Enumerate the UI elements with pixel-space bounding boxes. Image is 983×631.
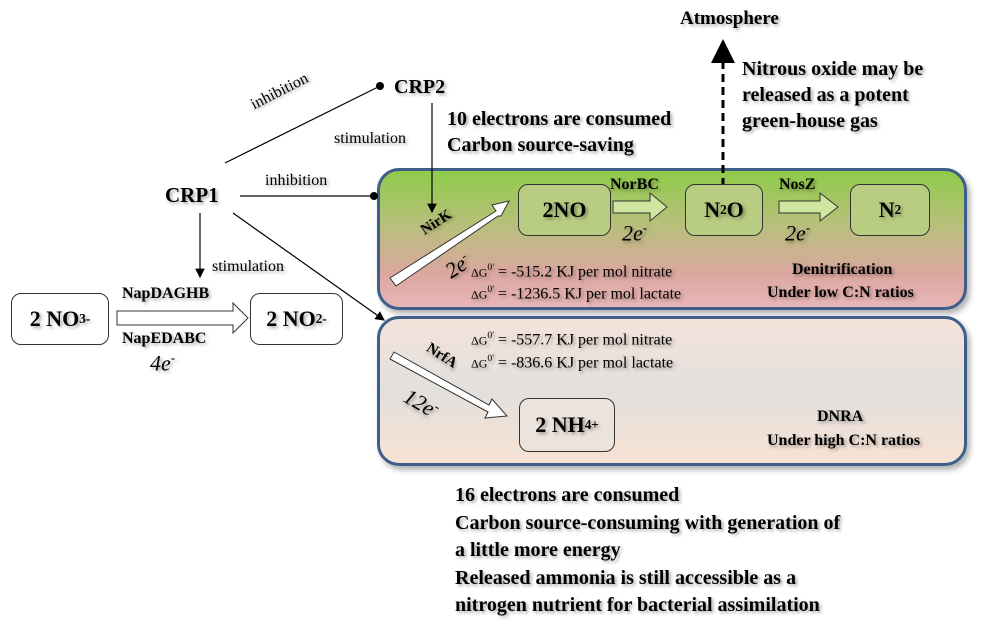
norbc-arrow [612,191,668,223]
inhibition-dot [376,82,384,90]
napedabc-label: NapEDABC [122,330,207,347]
atmosphere-label: Atmosphere [680,8,779,29]
nosz-electrons: 2e- [785,220,811,246]
nrfa-arrow [389,351,509,419]
note-line: Carbon source-consuming with generation … [455,511,841,534]
denitrification-title: Denitrification [792,261,893,278]
crp1-dnra-line [232,212,385,321]
nap-arrow [116,301,249,335]
note-line: green-house gas [742,110,878,132]
nap-electrons: 4e- [150,350,176,376]
nosz-arrow [778,191,839,223]
note-line: Nitrous oxide may be [742,58,924,80]
crp1-crp2-inhibition-line [224,86,379,164]
note-line: nitrogen nutrient for bacterial assimila… [455,594,820,616]
note-line: released as a potent [742,84,909,106]
denitrification-note: 10 electrons are consumed Carbon source-… [447,106,671,158]
no-node: 2NO [518,184,611,236]
dnra-dg-nitrate: ΔG0' = -557.7 KJ per mol nitrate [471,330,673,349]
note-line: Released ammonia is still accessible as … [455,566,797,589]
dnra-note: 16 electrons are consumed Carbon source-… [455,482,840,620]
denitrification-subtitle: Under low C:N ratios [767,284,914,301]
edge-label-inhibition: inhibition [265,172,328,189]
den-dg-nitrate: ΔG0' = -515.2 KJ per mol nitrate [471,262,673,281]
note-line: a little more energy [455,539,621,561]
nosz-label: NosZ [779,176,816,193]
edge-label-stimulation: stimulation [212,258,284,275]
crp1-node: CRP1 [165,183,219,207]
dnra-title: DNRA [817,408,864,425]
n2o-release-note: Nitrous oxide may be released as a poten… [742,56,923,134]
crp2-node: CRP2 [394,76,446,98]
note-line: 16 electrons are consumed [455,484,680,506]
inhibition-dot [370,192,378,200]
norbc-label: NorBC [610,176,659,193]
note-line: 10 electrons are consumed [447,108,672,130]
dnra-dg-lactate: ΔG0' = -836.6 KJ per mol lactate [471,353,674,372]
norbc-electrons: 2e- [622,220,648,246]
note-line: Carbon source-saving [447,134,634,156]
den-dg-lactate: ΔG0' = -1236.5 KJ per mol lactate [471,284,682,303]
dnra-subtitle: Under high C:N ratios [767,432,921,449]
dnra-panel [377,316,967,466]
nirk-arrow [389,200,510,287]
edge-label-stimulation: stimulation [334,130,406,147]
napdaghb-label: NapDAGHB [122,285,210,302]
